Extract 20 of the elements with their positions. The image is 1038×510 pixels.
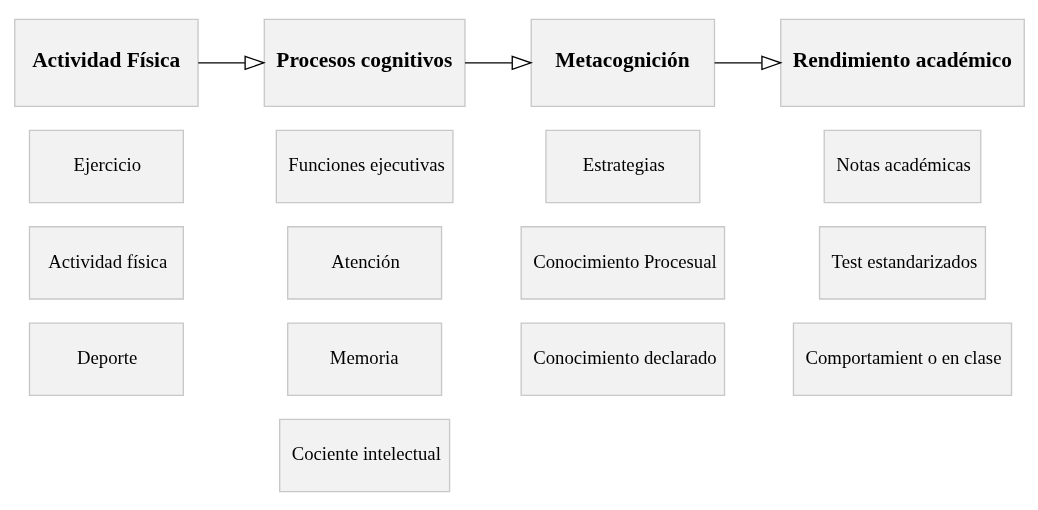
node-box: Ejercicio — [28, 129, 184, 203]
node-box: Test estandarizados — [818, 225, 986, 300]
node-box: Estrategias — [544, 129, 700, 203]
node-box: Memoria — [286, 321, 442, 396]
node-box: Deporte — [28, 321, 184, 396]
node-box: Conocimiento Procesual — [520, 225, 725, 300]
arrow — [713, 54, 783, 70]
node-box: Actividad Física — [13, 18, 199, 107]
arrow — [463, 54, 533, 70]
node-box: Rendimiento académico — [779, 18, 1025, 107]
node-box: Metacognición — [530, 18, 715, 107]
node-box: Actividad física — [28, 225, 184, 300]
arrow — [197, 54, 266, 70]
node-box: Comportamient o en clase — [792, 321, 1012, 396]
node-box: Notas académicas — [823, 129, 981, 203]
node-box: Atención — [286, 225, 442, 300]
node-box: Cociente intelectual — [278, 418, 450, 492]
node-box: Procesos cognitivos — [263, 18, 466, 107]
node-box: Funciones ejecutivas — [275, 129, 454, 203]
node-box: Conocimiento declarado — [520, 321, 725, 396]
